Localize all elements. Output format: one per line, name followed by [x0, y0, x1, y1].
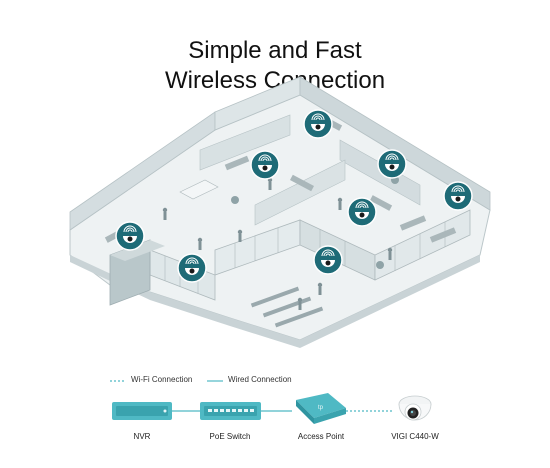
poe-switch-icon [200, 402, 261, 420]
camera-badge [303, 109, 333, 139]
nvr-icon [112, 402, 172, 420]
camera-badge [177, 253, 207, 283]
page-title: Simple and Fast Wireless Connection [0, 36, 550, 96]
device-label-access-point: Access Point [297, 432, 345, 441]
floorplan [69, 76, 491, 348]
device-label-poe-switch: PoE Switch [209, 432, 251, 441]
camera-badge [250, 150, 280, 180]
title-line-1: Simple and Fast [188, 37, 362, 64]
camera-badge [115, 221, 145, 251]
legend-wifi-label: Wi-Fi Connection [131, 375, 193, 384]
turret-camera-icon [398, 395, 432, 421]
camera-badge [313, 245, 343, 275]
device-label-nvr: NVR [133, 432, 151, 441]
camera-badges [115, 109, 473, 283]
camera-badge [443, 181, 473, 211]
access-point-icon: tp [296, 393, 346, 424]
ap-brand-logo: tp [318, 405, 324, 411]
device-label-camera: VIGI C440-W [391, 432, 439, 441]
camera-badge [347, 197, 377, 227]
legend-wired: Wired Connection [228, 375, 292, 384]
legend-wired-label: Wired Connection [228, 375, 292, 384]
legend-wifi: Wi-Fi Connection [131, 375, 192, 384]
camera-badge [377, 149, 407, 179]
